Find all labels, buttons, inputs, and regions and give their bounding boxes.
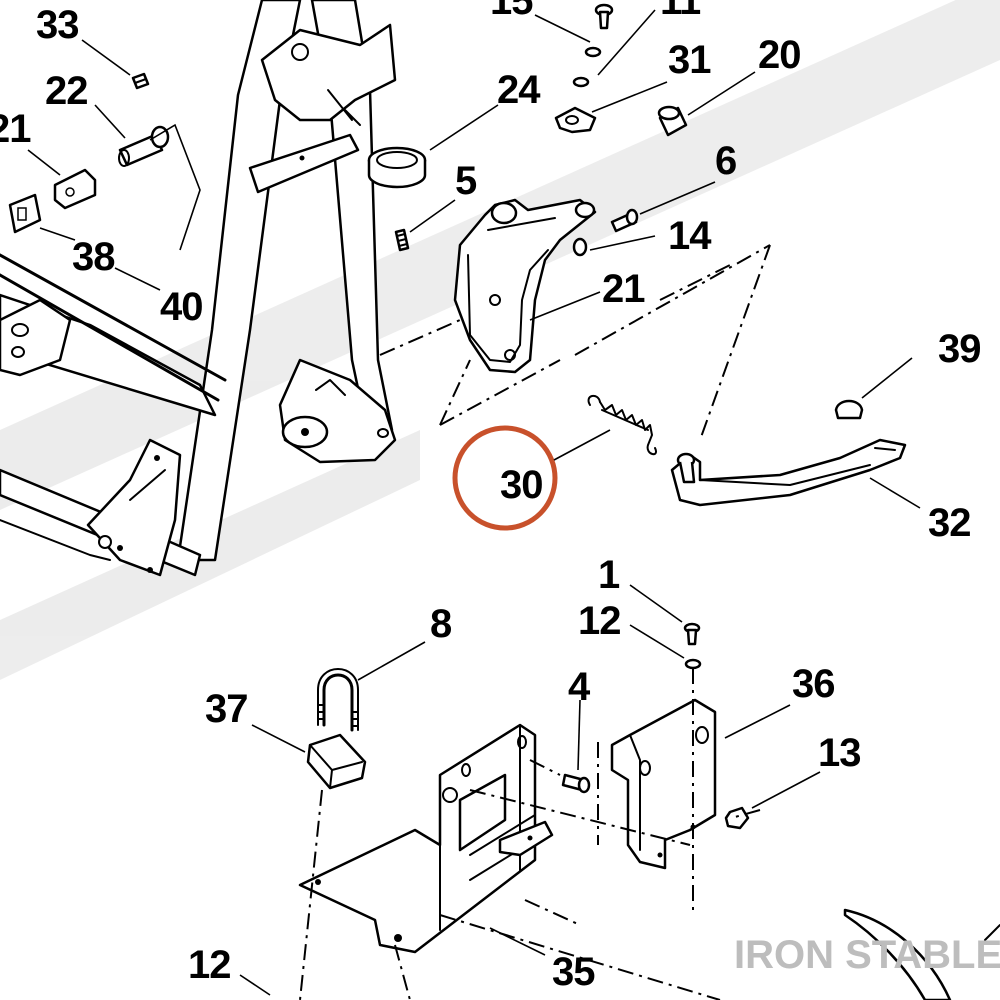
- label-37: 37: [205, 687, 248, 731]
- part-39-cap: [834, 399, 864, 420]
- label-5: 5: [455, 159, 477, 203]
- label-21: 21: [602, 267, 645, 311]
- assembly-alignment-lines: [299, 668, 761, 1000]
- label-31: 31: [668, 38, 711, 82]
- label-6: 6: [715, 139, 736, 183]
- label-24: 24: [497, 68, 541, 112]
- label-30: 30: [500, 463, 543, 507]
- label-21-left: 21: [0, 107, 31, 151]
- part-24-bushing: [367, 146, 427, 189]
- part-4-bolt: [561, 773, 591, 794]
- label-38: 38: [72, 235, 115, 279]
- part-12-washer: [684, 658, 702, 670]
- highlight-circle-30: [452, 425, 558, 531]
- label-40: 40: [160, 285, 203, 329]
- part-15-screw: [594, 3, 614, 30]
- part-8-u-bolt: [317, 668, 359, 732]
- part-37-clamp: [306, 733, 367, 790]
- label-32: 32: [928, 501, 971, 545]
- label-12-bottom: 12: [188, 943, 231, 987]
- part-21-mount-bracket: [453, 198, 597, 374]
- label-1: 1: [598, 553, 620, 597]
- part-36-bracket: [610, 698, 717, 870]
- part-6-bolt: [610, 208, 639, 233]
- label-20: 20: [758, 33, 801, 77]
- part-35-bracket: [298, 723, 554, 954]
- assembly-boundary-21: [379, 244, 771, 441]
- label-15: 15: [490, 0, 533, 23]
- leader-lines: [27, 9, 921, 996]
- label-13: 13: [818, 731, 861, 775]
- watermark-logo-text: IRON STABLE: [734, 933, 1000, 977]
- part-31-clip-left: [53, 168, 97, 210]
- part-13-nut: [724, 806, 750, 830]
- label-4: 4: [568, 665, 591, 709]
- partial-part-bottom-right: [843, 908, 1000, 1000]
- label-39: 39: [938, 327, 981, 371]
- label-14: 14: [668, 214, 712, 258]
- motorcycle-frame: [0, 0, 397, 577]
- label-8: 8: [430, 602, 452, 646]
- part-1-screw: [683, 622, 701, 646]
- label-36: 36: [792, 662, 835, 706]
- part-22-bolt: [118, 125, 170, 167]
- label-33: 33: [36, 3, 79, 47]
- part-14-washer: [572, 237, 588, 257]
- part-30-spring: [587, 394, 657, 456]
- part-38-nut-plate: [8, 193, 42, 234]
- part-5-set-screw: [394, 228, 410, 252]
- label-12: 12: [578, 599, 621, 643]
- label-35: 35: [552, 950, 595, 994]
- part-11-washer: [572, 46, 602, 88]
- part-32-kickstand: [670, 438, 907, 507]
- part-33-grease-fitting: [131, 72, 150, 90]
- part-20-bushing: [657, 105, 688, 137]
- label-11: 11: [660, 0, 701, 23]
- label-22: 22: [45, 69, 88, 113]
- part-31-clip: [554, 106, 597, 134]
- part-labels: 33 15 11 22 24 31 20 21 5 6 14 38 21 40 …: [0, 0, 982, 994]
